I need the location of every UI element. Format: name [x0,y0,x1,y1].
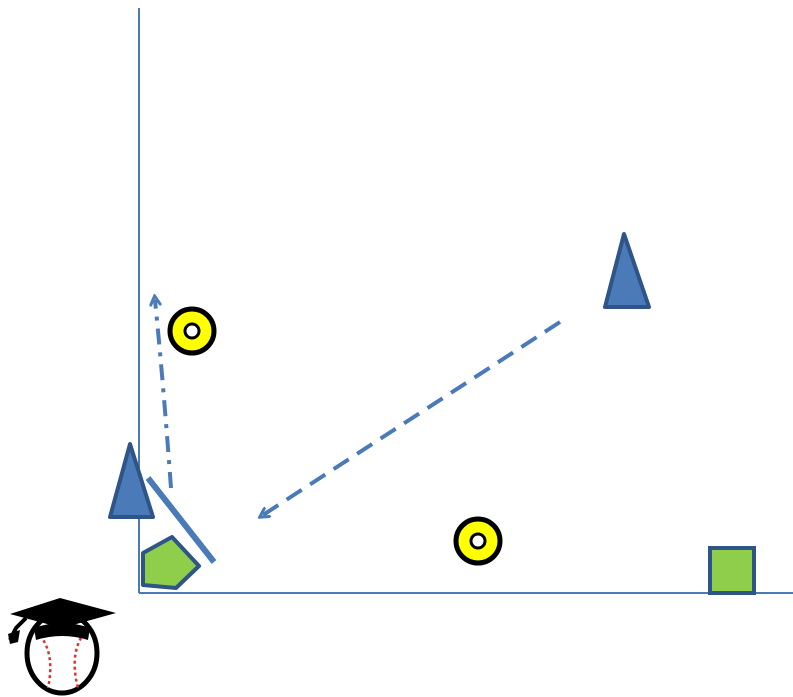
graduation-cap-icon [10,598,116,628]
home-plate [143,537,199,588]
fielder-player [605,234,649,307]
baseball-graduation-cap-logo [8,598,116,693]
target-upper [170,309,214,353]
first-base [710,548,754,593]
throw-arrow [263,322,560,515]
target-lower [456,519,500,563]
